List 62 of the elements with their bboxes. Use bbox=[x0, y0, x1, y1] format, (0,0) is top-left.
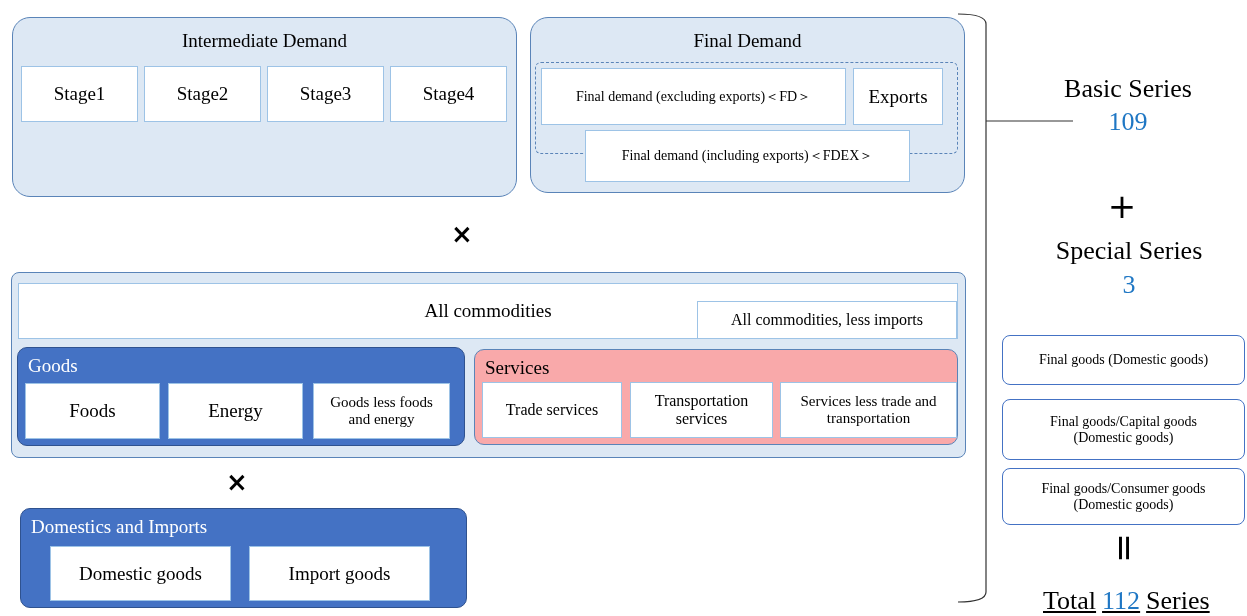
group-panel bbox=[530, 17, 965, 193]
group-panel bbox=[11, 272, 966, 458]
category-box bbox=[18, 283, 958, 339]
group-title: Domestics and Imports bbox=[31, 516, 208, 538]
times-sign: × bbox=[451, 219, 473, 249]
total-text: Series bbox=[1146, 586, 1210, 615]
group-panel bbox=[20, 508, 467, 608]
box-label: Final goods/Consumer goods (Domestic goods) bbox=[1040, 480, 1207, 513]
category-box bbox=[585, 130, 910, 182]
category-box bbox=[249, 546, 430, 601]
category-box bbox=[168, 383, 303, 439]
series-count: 109 bbox=[1108, 107, 1148, 137]
series-heading: Special Series bbox=[1055, 236, 1203, 266]
category-box bbox=[541, 68, 846, 125]
total-text: Total bbox=[1043, 586, 1097, 615]
box-label: Final goods (Domestic goods) bbox=[1038, 352, 1209, 368]
equals-sign: = bbox=[1107, 532, 1143, 564]
stage-box bbox=[21, 66, 138, 122]
stage-box bbox=[144, 66, 261, 122]
category-box bbox=[853, 68, 943, 125]
box-label: Exports bbox=[868, 85, 928, 108]
box-label: Domestic goods bbox=[79, 562, 202, 585]
stage-box bbox=[390, 66, 507, 122]
box-label: Stage2 bbox=[176, 83, 229, 105]
box-label: Stage4 bbox=[422, 83, 475, 105]
box-label: Services less trade and transportation bbox=[799, 393, 938, 427]
series-box bbox=[1002, 399, 1245, 460]
box-label: Trade services bbox=[505, 401, 599, 419]
times-sign: × bbox=[226, 467, 248, 497]
box-label: Final demand (including exports)＜FDEX＞ bbox=[621, 147, 874, 165]
series-box bbox=[1002, 468, 1245, 525]
series-count: 3 bbox=[1122, 270, 1136, 300]
group-panel bbox=[12, 17, 517, 197]
group-title: Goods bbox=[28, 355, 78, 377]
category-box bbox=[50, 546, 231, 601]
total-count: 112 bbox=[1102, 586, 1141, 615]
box-label: Final demand (excluding exports)＜FD＞ bbox=[575, 87, 812, 106]
series-heading: Basic Series bbox=[1064, 74, 1192, 104]
box-label: Transportation services bbox=[653, 392, 750, 428]
box-label: Final goods/Capital goods (Domestic goods) bbox=[1049, 413, 1198, 446]
box-label: Stage1 bbox=[53, 83, 106, 105]
box-label: All commodities, less imports bbox=[731, 311, 923, 329]
box-label: Stage3 bbox=[299, 83, 352, 105]
box-label: Goods less foods and energy bbox=[329, 394, 434, 428]
category-box bbox=[780, 382, 957, 438]
category-box bbox=[482, 382, 622, 438]
group-panel bbox=[474, 349, 958, 445]
plus-sign: + bbox=[1107, 186, 1137, 226]
box-label: All commodities bbox=[424, 300, 552, 322]
box-label: Foods bbox=[69, 400, 116, 422]
box-label: Import goods bbox=[288, 562, 391, 585]
box-label: Energy bbox=[208, 400, 263, 422]
category-box bbox=[697, 301, 957, 339]
category-box bbox=[313, 383, 450, 439]
category-box bbox=[25, 383, 160, 439]
series-box bbox=[1002, 335, 1245, 385]
group-title: Final Demand bbox=[692, 30, 803, 52]
group-title: Intermediate Demand bbox=[180, 30, 349, 52]
group-title: Services bbox=[485, 357, 550, 379]
stage-box bbox=[267, 66, 384, 122]
group-panel bbox=[17, 347, 465, 446]
category-box bbox=[630, 382, 773, 438]
